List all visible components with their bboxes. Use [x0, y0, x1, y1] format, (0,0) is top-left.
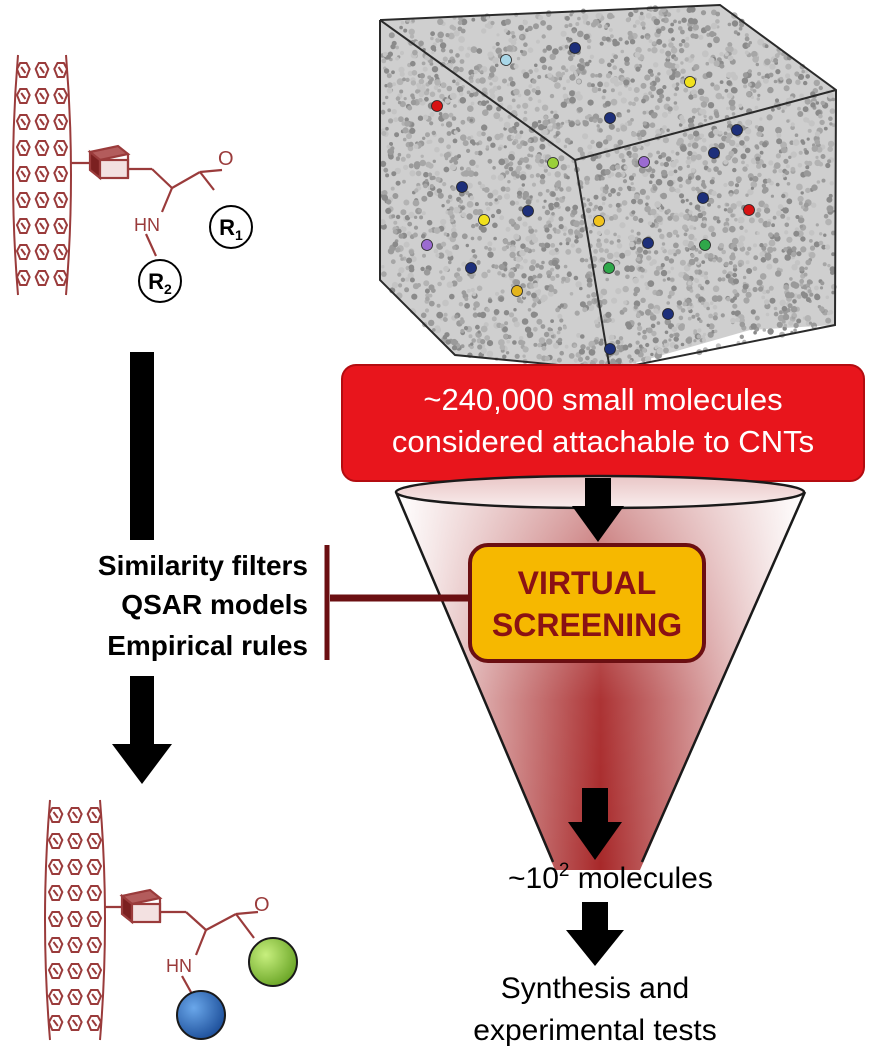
highlighted-molecule [638, 156, 650, 168]
result-prefix: ~10 [508, 862, 559, 895]
top-nh-label: HN [134, 215, 160, 235]
highlighted-molecule [500, 54, 512, 66]
workflow-bar [130, 352, 154, 540]
virtual-screening-line1: VIRTUAL [518, 565, 657, 601]
filter-qsar: QSAR models [121, 589, 308, 620]
highlighted-molecule [511, 285, 523, 297]
highlighted-molecule [662, 308, 674, 320]
final-step-line2: experimental tests [473, 1014, 716, 1047]
result-superscript: 2 [559, 860, 570, 881]
virtual-screening-bg [468, 543, 706, 663]
highlighted-molecule [465, 262, 477, 274]
highlighted-molecule [421, 239, 433, 251]
nanotube-bottom [44, 799, 106, 1041]
highlighted-molecule [604, 112, 616, 124]
bottom-nh-label: HN [166, 956, 192, 976]
result-label: ~102 molecules [508, 860, 713, 895]
functional-group-top: O HN R1 R2 [70, 144, 253, 303]
arrow-funnel-to-result [568, 788, 622, 860]
cube-dot-cloud [379, 5, 837, 369]
highlighted-molecule [478, 214, 490, 226]
nanotube-top [12, 54, 72, 296]
r2-label: R2 [148, 269, 172, 297]
filter-empirical: Empirical rules [107, 630, 308, 661]
highlighted-molecule [743, 204, 755, 216]
highlighted-molecules [421, 42, 755, 355]
arrow-result-to-synthesis [566, 902, 624, 966]
highlighted-molecule [604, 343, 616, 355]
highlighted-molecule [708, 147, 720, 159]
functional-group-bottom: O HN [104, 888, 298, 1040]
highlighted-molecule [593, 215, 605, 227]
filter-similarity: Similarity filters [98, 550, 308, 581]
virtual-screening-box: VIRTUAL SCREENING [330, 543, 706, 663]
blue-substituent [176, 990, 226, 1040]
highlighted-molecule [697, 192, 709, 204]
bottom-oxygen-label: O [254, 894, 270, 916]
green-substituent [248, 937, 298, 987]
r1-substituent [209, 205, 253, 249]
highlighted-molecule [569, 42, 581, 54]
top-oxygen-label: O [218, 148, 234, 170]
library-line2: considered attachable to CNTs [392, 424, 814, 459]
arrow-filters-to-product [112, 676, 172, 784]
cube-edges [379, 3, 838, 372]
highlighted-molecule [456, 181, 468, 193]
highlighted-molecule [603, 262, 615, 274]
highlighted-molecule [699, 239, 711, 251]
highlighted-molecule [731, 124, 743, 136]
highlighted-molecule [431, 100, 443, 112]
final-step-line1: Synthesis and [501, 972, 689, 1005]
highlighted-molecule [642, 237, 654, 249]
library-box: ~240,000 small molecules considered atta… [341, 364, 865, 482]
filter-list: Similarity filters QSAR models Empirical… [98, 550, 308, 661]
library-line1: ~240,000 small molecules [423, 382, 782, 417]
r2-substituent [138, 259, 182, 303]
virtual-screening-line2: SCREENING [492, 607, 682, 643]
result-suffix: molecules [569, 862, 712, 895]
highlighted-molecule [547, 157, 559, 169]
highlighted-molecule [684, 76, 696, 88]
molecule-library-cube [379, 3, 838, 372]
r1-label: R1 [219, 215, 243, 243]
arrow-library-to-screening [572, 478, 624, 542]
highlighted-molecule [522, 205, 534, 217]
